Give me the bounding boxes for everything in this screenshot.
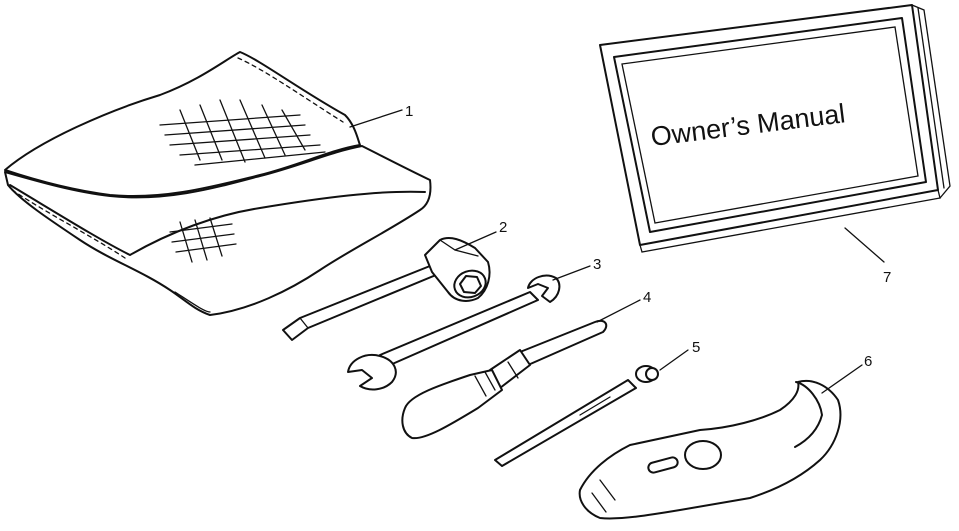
- callout-5: 5: [692, 339, 700, 356]
- callout-3: 3: [593, 256, 601, 273]
- extension-handle: [494, 365, 659, 467]
- pouch-hatch-lower: [169, 217, 237, 263]
- spark-plug-wrench: [282, 237, 491, 341]
- callout-7: 7: [883, 269, 891, 286]
- spanner-wrench: [578, 380, 842, 520]
- callout-4: 4: [643, 289, 651, 306]
- callout-1: 1: [405, 103, 413, 120]
- pouch-hatch-upper: [159, 99, 326, 166]
- callout-2: 2: [499, 219, 507, 236]
- tool-pouch: [4, 51, 432, 316]
- leader-lines: [349, 109, 885, 394]
- owners-manual: Owner’s Manual: [599, 4, 951, 253]
- screwdriver: [401, 319, 608, 440]
- open-end-wrench: [347, 274, 561, 391]
- callout-6: 6: [864, 353, 872, 370]
